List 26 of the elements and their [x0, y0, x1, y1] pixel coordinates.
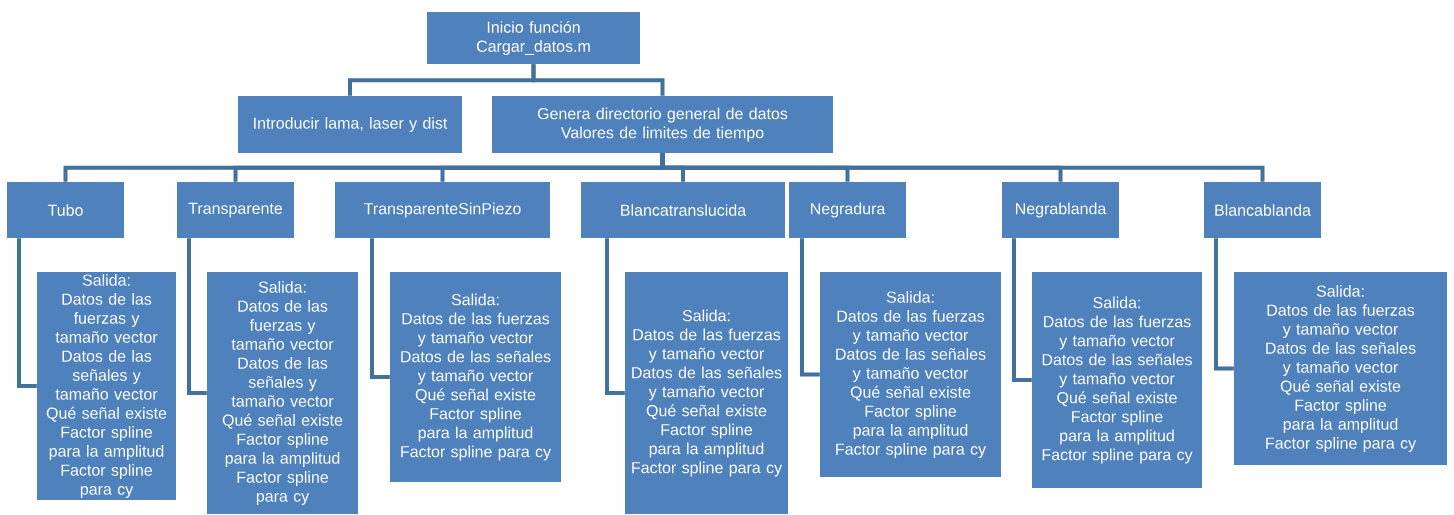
output-box: Salida: Datos de las fuerzas y tamaño vector Datos de las señales y tamaño vector Qué señal existe Factor spline para la amplitud Factor spline para cy — [37, 272, 176, 500]
connector-line — [1214, 238, 1234, 371]
process-box: Blancatranslucida — [581, 182, 785, 238]
process-box: Inicio función Cargar_datos.m — [427, 12, 640, 64]
connector-line — [370, 238, 390, 379]
output-box: Salida: Datos de las fuerzas y tamaño vector Datos de las señales y tamaño vector Qué señal existe Factor spline para la amplitud Factor spline para cy — [625, 272, 788, 514]
connector-line — [800, 238, 820, 377]
output-box: Salida: Datos de las fuerzas y tamaño vector Datos de las señales y tamaño vector Qué señal existe Factor spline para la amplitud Factor spline para cy — [390, 272, 561, 482]
output-box: Salida: Datos de las fuerzas y tamaño vector Datos de las señales y tamaño vector Qué señal existe Factor spline para la amplitud Factor spline para cy — [1032, 272, 1202, 488]
connector-line — [187, 238, 207, 395]
connector-line — [17, 238, 37, 388]
process-box: Blancablanda — [1204, 182, 1321, 238]
process-box: Tubo — [7, 182, 124, 238]
output-box: Salida: Datos de las fuerzas y tamaño vector Datos de las señales y tamaño vector Qué señal existe Factor spline para la amplitud Factor spline para cy — [820, 272, 1001, 477]
process-box: Negrablanda — [1002, 182, 1119, 238]
process-box: TransparenteSinPiezo — [335, 182, 550, 238]
process-box: Negradura — [789, 182, 906, 238]
connector-line — [660, 153, 1265, 182]
process-box: Genera directorio general de datos Valores de limites de tiempo — [492, 96, 833, 153]
output-box: Salida: Datos de las fuerzas y tamaño vector Datos de las señales y tamaño vector Qué señal existe Factor spline para la amplitud Factor spline para cy — [1234, 272, 1447, 465]
process-box: Transparente — [177, 182, 294, 238]
connector-line — [605, 238, 625, 395]
connector-line — [1012, 238, 1032, 382]
output-box: Salida: Datos de las fuerzas y tamaño vector Datos de las señales y tamaño vector Qué señal existe Factor spline para la amplitud Factor spline para cy — [207, 272, 358, 514]
connector-line — [531, 64, 665, 96]
process-box: Introducir lama, laser y dist — [238, 96, 462, 153]
